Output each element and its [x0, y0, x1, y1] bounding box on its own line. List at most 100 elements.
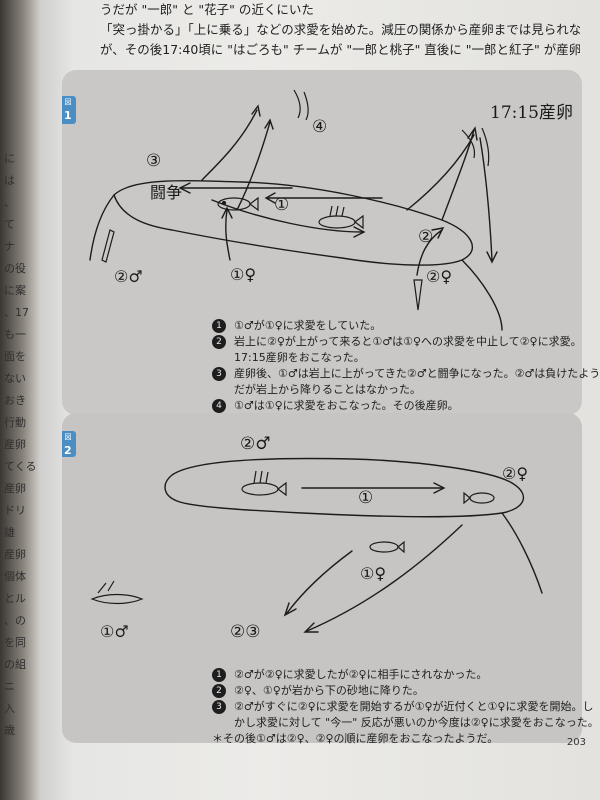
- figure-number: 1: [64, 109, 72, 122]
- facing-page-text: に案: [4, 284, 26, 297]
- note-number: 3: [212, 367, 226, 381]
- note-number: 2: [212, 335, 226, 349]
- note-item: 1 ②♂が②♀に求愛したが②♀に相手にされなかった。: [212, 667, 572, 683]
- fish-icon: [461, 127, 490, 167]
- note-text: ②♂が②♀に求愛したが②♀に相手にされなかった。: [234, 668, 488, 681]
- note-item: 2 岩上に②♀が上がって来ると①♂は①♀への求愛を中止して②♀に求愛。 17:15産…: [212, 334, 582, 366]
- male-2-label: ②♂: [114, 267, 143, 286]
- note-text: ②♀、①♀が岩から下の砂地に降りた。: [234, 684, 424, 697]
- figure-2-notes: 1 ②♂が②♀に求愛したが②♀に相手にされなかった。 2 ②♀、①♀が岩から下の砂地…: [212, 667, 599, 747]
- figure-panel-2: 図 2 ②♂ ① ②♀ ①♀ ①♂ ②③: [62, 413, 599, 745]
- arrow-1f: [225, 209, 231, 261]
- facing-page-text: 個体: [4, 570, 26, 583]
- arrow-1: [211, 199, 363, 233]
- note-item: 2 ②♀、①♀が岩から下の砂地に降りた。: [212, 683, 572, 699]
- step-1-mark: ①: [358, 488, 373, 508]
- note-number: 3: [212, 700, 226, 714]
- facing-page-text: 産卵: [4, 438, 26, 451]
- body-text: うだが "一郎" と "花子" の近くにいた 「突っ掛かる」「上に乗る」などの求…: [100, 0, 580, 60]
- facing-page-text: 行動: [4, 416, 26, 429]
- facing-page-text: に: [4, 152, 15, 165]
- facing-page-text: ニ: [4, 680, 15, 693]
- arrow-down-right: [479, 137, 493, 261]
- female-2-label: ②♀: [502, 464, 528, 483]
- female-1-label: ①♀: [360, 564, 386, 583]
- spawn-time-note: 17:15産卵: [490, 103, 573, 123]
- facing-page-text: 産卵: [4, 548, 26, 561]
- step-1-mark: ①: [274, 195, 289, 215]
- note-number: 1: [212, 319, 226, 333]
- arrow-up-right: [406, 134, 475, 211]
- note-text: 17:15産卵をおこなった。: [234, 351, 365, 364]
- facing-page-text: ドリ: [4, 504, 26, 517]
- behavior-sketch-1: 17:15産卵 闘争 ③ ① ④ ② ②♂ ①♀ ②♀: [89, 89, 573, 331]
- facing-page-text: の組: [4, 658, 26, 671]
- facing-page-text: 入: [4, 702, 15, 715]
- note-number: 1: [212, 668, 226, 682]
- facing-page-text: 、17: [4, 306, 29, 319]
- rock-slope: [461, 259, 503, 331]
- fish-icon: [101, 229, 115, 263]
- figure-badge: 図: [64, 433, 72, 441]
- arrow-up-4: [236, 121, 271, 211]
- note-number: 2: [212, 684, 226, 698]
- footnote: ＊その後①♂は②♀、②♀の順に産卵をおこなったようだ。: [212, 731, 572, 747]
- fish-icon: [293, 89, 309, 121]
- note-text: 産卵後、①♂は岩上に上がってきた②♂と闘争になった。②♂は負けたよう: [234, 367, 600, 380]
- page-number: 203: [566, 737, 586, 748]
- arrow-up-left: [201, 109, 258, 181]
- facing-page-text: 雄: [4, 526, 15, 539]
- facing-page-text: ない: [4, 372, 26, 385]
- step-2-mark: ②: [418, 227, 433, 247]
- facing-page-text: 、: [4, 196, 15, 209]
- facing-page-text: おき: [4, 394, 26, 407]
- facing-page-text: 面を: [4, 350, 26, 363]
- fish-icon: [413, 279, 423, 311]
- step-3-mark: ③: [146, 151, 161, 171]
- facing-page-text: は: [4, 174, 15, 187]
- fight-label: 闘争: [150, 183, 182, 202]
- facing-page-text: を同: [4, 636, 26, 649]
- arrow-down-left-2: [306, 524, 463, 632]
- male-1-label: ①♂: [100, 622, 129, 641]
- note-text: ②♂がすぐに②♀に求愛を開始するが①♀が近付くと①♀に求愛を開始。し: [234, 700, 594, 713]
- footnote-text: ＊その後①♂は②♀、②♀の順に産卵をおこなったようだ。: [212, 732, 499, 745]
- facing-page-text: 歳: [4, 724, 15, 737]
- figure-badge: 図: [64, 98, 72, 106]
- note-text: 岩上に②♀が上がって来ると①♂は①♀への求愛を中止して②♀に求愛。: [234, 335, 582, 348]
- note-item: 3 産卵後、①♂は岩上に上がってきた②♂と闘争になった。②♂は負けたようだが岩上か…: [212, 366, 600, 398]
- note-text: だが岩上から降りることはなかった。: [234, 383, 421, 396]
- facing-page-text: の役: [4, 262, 26, 275]
- female-2-label: ②♀: [426, 267, 452, 286]
- female-1-label: ①♀: [230, 265, 256, 284]
- body-line: 「突っ掛かる」「上に乗る」などの求愛を始めた。減圧の関係から産卵までは見られなか…: [100, 22, 580, 37]
- facing-page-text: も一: [4, 328, 26, 341]
- figure-number: 2: [64, 444, 72, 457]
- male-2-label: ②♂: [240, 434, 270, 454]
- fish-icon: [318, 215, 356, 229]
- fish-icon: [241, 482, 279, 496]
- rock-edge: [89, 194, 115, 261]
- arrow-2f: [416, 229, 443, 276]
- arrow-down-left-1: [286, 550, 353, 614]
- figure-tab: 図 2: [62, 431, 76, 457]
- body-line: が、その後17:40頃に "はごろも" チームが "一郎と桃子" 直後に "一郎…: [100, 42, 580, 57]
- note-item: 3 ②♂がすぐに②♀に求愛を開始するが①♀が近付くと①♀に求愛を開始。しかし求愛に…: [212, 699, 599, 731]
- step-23-mark: ②③: [230, 622, 260, 642]
- fish-icon: [469, 492, 495, 504]
- facing-page-text: とル: [4, 592, 26, 605]
- note-text: ①♂は①♀に求愛をおこなった。その後産卵。: [234, 399, 459, 412]
- fish-icon: [90, 593, 144, 605]
- body-line: うだが "一郎" と "花子" の近くにいた: [100, 2, 314, 17]
- facing-page-text: 、の: [4, 614, 26, 627]
- figure-panel-1: 図 1: [62, 70, 600, 415]
- fish-icon: [369, 541, 399, 553]
- note-text: かし求愛に対して "今一" 反応が悪いのか今度は②♀に求愛をおこなった。: [234, 716, 599, 729]
- facing-page-text: て: [4, 218, 15, 231]
- rock-slope: [501, 512, 543, 594]
- behavior-sketch-2: ②♂ ① ②♀ ①♀ ①♂ ②③: [90, 434, 543, 642]
- facing-page-text: ナ: [4, 240, 15, 253]
